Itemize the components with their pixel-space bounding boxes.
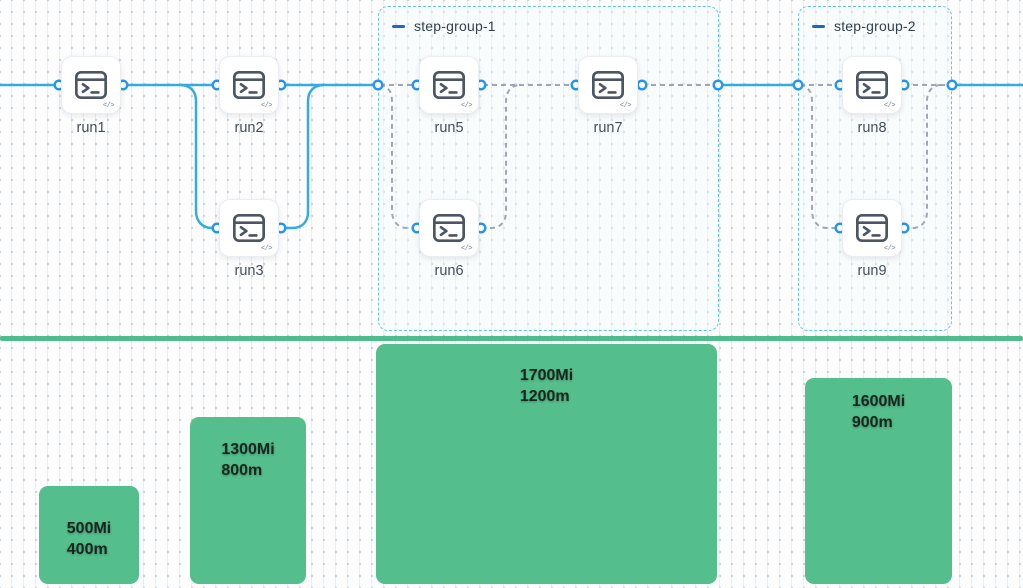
link-run1-run3 <box>179 83 215 230</box>
resource-bar-label: 500Mi 400m <box>67 518 111 584</box>
code-badge-icon: </> <box>883 102 896 110</box>
terminal-icon <box>233 71 265 99</box>
task-node-run1[interactable]: </> run1 <box>61 56 121 136</box>
terminal-icon <box>233 214 265 242</box>
memory-value: 500Mi <box>66 520 112 537</box>
resource-bar-1: 500Mi 400m <box>39 486 139 584</box>
task-node-run9[interactable]: </> run9 <box>842 199 902 279</box>
collapse-minus-icon[interactable] <box>812 24 825 28</box>
resource-bar-4: 1600Mi 900m <box>805 378 952 584</box>
task-node-box[interactable]: </> <box>842 199 902 257</box>
code-badge-icon: </> <box>260 245 273 253</box>
task-node-box[interactable]: </> <box>842 56 902 114</box>
node-label: run1 <box>76 120 106 136</box>
resource-bar-label: 1600Mi 900m <box>852 391 905 584</box>
resource-bar-label: 1300Mi 800m <box>221 439 274 584</box>
link-run3-merge <box>281 83 325 230</box>
code-badge-icon: </> <box>883 245 896 253</box>
cpu-value: 900m <box>851 414 893 431</box>
memory-value: 1700Mi <box>519 367 574 384</box>
task-node-run6[interactable]: </> run6 <box>419 199 479 279</box>
code-badge-icon: </> <box>102 102 115 110</box>
terminal-icon <box>433 71 465 99</box>
code-badge-icon: </> <box>460 102 473 110</box>
node-label: run5 <box>434 120 464 136</box>
task-node-run8[interactable]: </> run8 <box>842 56 902 136</box>
step-group-1-container[interactable]: step-group-1 <box>378 6 719 331</box>
step-group-2-container[interactable]: step-group-2 <box>798 6 952 331</box>
task-node-run3[interactable]: </> run3 <box>219 199 279 279</box>
terminal-icon <box>75 71 107 99</box>
step-group-label: step-group-2 <box>834 18 916 34</box>
task-node-run5[interactable]: </> run5 <box>419 56 479 136</box>
cpu-value: 800m <box>221 462 263 479</box>
step-group-2-header: step-group-2 <box>812 18 916 34</box>
node-label: run6 <box>434 263 464 279</box>
node-label: run2 <box>234 120 264 136</box>
code-badge-icon: </> <box>460 245 473 253</box>
terminal-icon <box>856 71 888 99</box>
task-node-box[interactable]: </> <box>219 199 279 257</box>
cpu-value: 400m <box>66 541 108 558</box>
node-label: run7 <box>593 120 623 136</box>
collapse-minus-icon[interactable] <box>392 24 405 28</box>
node-label: run8 <box>857 120 887 136</box>
code-badge-icon: </> <box>619 102 632 110</box>
task-node-box[interactable]: </> <box>419 199 479 257</box>
node-label: run9 <box>857 263 887 279</box>
node-label: run3 <box>234 263 264 279</box>
memory-value: 1300Mi <box>221 441 275 458</box>
task-node-box[interactable]: </> <box>219 56 279 114</box>
terminal-icon <box>592 71 624 99</box>
task-node-box[interactable]: </> <box>61 56 121 114</box>
step-group-1-header: step-group-1 <box>392 18 496 34</box>
task-node-box[interactable]: </> <box>578 56 638 114</box>
terminal-icon <box>433 214 465 242</box>
resource-bar-2: 1300Mi 800m <box>190 417 306 584</box>
memory-value: 1600Mi <box>851 393 906 410</box>
task-node-run2[interactable]: </> run2 <box>219 56 279 136</box>
resource-bar-label: 1700Mi 1200m <box>520 365 573 584</box>
resource-lane-divider <box>0 336 1023 341</box>
code-badge-icon: </> <box>260 102 273 110</box>
step-group-label: step-group-1 <box>414 18 496 34</box>
resource-bar-3: 1700Mi 1200m <box>376 344 717 584</box>
terminal-icon <box>856 214 888 242</box>
task-node-box[interactable]: </> <box>419 56 479 114</box>
task-node-run7[interactable]: </> run7 <box>578 56 638 136</box>
cpu-value: 1200m <box>519 388 570 405</box>
